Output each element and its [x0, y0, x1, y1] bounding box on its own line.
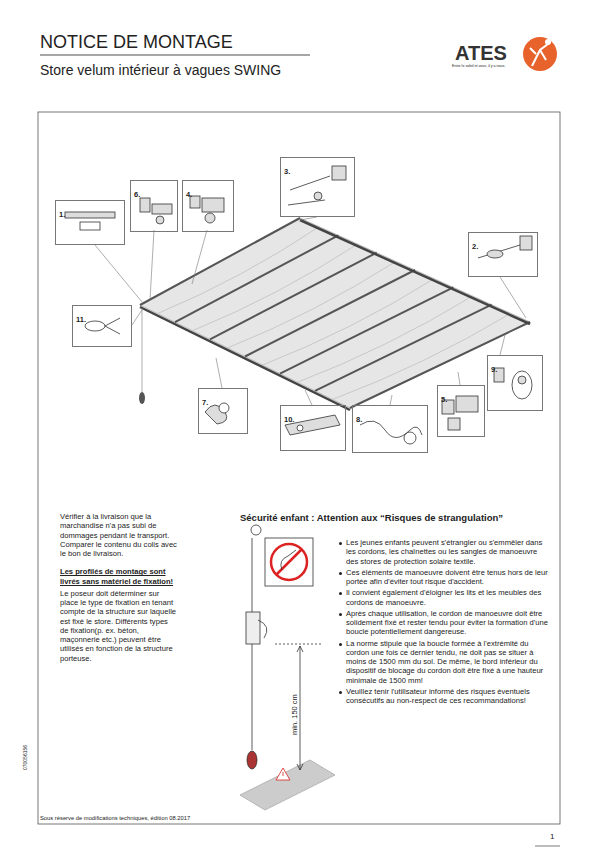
- callout-box: 10.: [280, 405, 346, 451]
- callout-number: 4.: [186, 190, 192, 199]
- logo-text: ATES: [455, 41, 525, 65]
- logo-tagline: Entre le soleil et vous, il y a nous.: [452, 64, 532, 68]
- footer-note: Sous réserve de modifications techniques…: [40, 815, 340, 822]
- callout-box: 5.: [437, 385, 485, 437]
- callout-box: 3.: [280, 157, 355, 217]
- callout-number: 8.: [356, 415, 362, 424]
- page-number: 1: [550, 832, 560, 842]
- callout-box: 9.: [487, 355, 543, 411]
- callout-number: 6.: [134, 190, 140, 199]
- callout-number: 7.: [202, 398, 208, 407]
- paragraph: Vérifier à la livraison que la marchandi…: [60, 512, 178, 558]
- callout-number: 2.: [472, 242, 478, 251]
- bullet-text: Il convient également d'éloigner les lit…: [346, 588, 550, 607]
- callout-number: 10.: [284, 415, 294, 424]
- callout-box: 6.: [130, 180, 178, 232]
- section-heading: Sécurité enfant : Attention aux “Risques…: [240, 512, 550, 524]
- bullet-text: Après chaque utilisation, le cordon de m…: [346, 609, 550, 637]
- callout-number: 5.: [441, 395, 447, 404]
- bullet-dot: [339, 613, 342, 616]
- callout-number: 9.: [491, 365, 497, 374]
- paragraph: Les profilés de montage sont livrés sans…: [60, 567, 178, 586]
- subtitle: Store velum intérieur à vagues SWING: [40, 62, 360, 79]
- bullet-dot: [339, 542, 342, 545]
- callout-box: 1.: [55, 200, 125, 245]
- callout-box: 4.: [182, 180, 234, 232]
- bullet-text: Les jeunes enfants peuvent s'étrangler o…: [346, 538, 550, 566]
- paragraph: Le poseur doit déterminer sur place le t…: [60, 589, 178, 663]
- callout-number: 11.: [76, 315, 86, 324]
- bullet-dot: [339, 592, 342, 595]
- callout-box: 7.: [198, 388, 248, 434]
- dimension: min. 150 cm: [290, 694, 299, 735]
- bullet-dot: [339, 691, 342, 694]
- bullet-text: La norme stipule que la boucle formée à …: [346, 639, 550, 685]
- bullet-dot: [339, 643, 342, 646]
- callout-number: 1.: [59, 210, 65, 219]
- bullet-text: Veuillez tenir l'utilisateur informé des…: [346, 687, 550, 706]
- callout-box: 8.: [352, 405, 428, 453]
- callout-box: 11.: [72, 305, 132, 347]
- callout-box: 2.: [468, 232, 538, 277]
- document-number: 070056156: [22, 745, 28, 770]
- bullet-dot: [339, 572, 342, 575]
- page-title: NOTICE DE MONTAGE: [40, 32, 233, 54]
- bullet-text: Ces éléments de manoeuvre doivent être t…: [346, 568, 550, 587]
- callout-number: 3.: [284, 167, 290, 176]
